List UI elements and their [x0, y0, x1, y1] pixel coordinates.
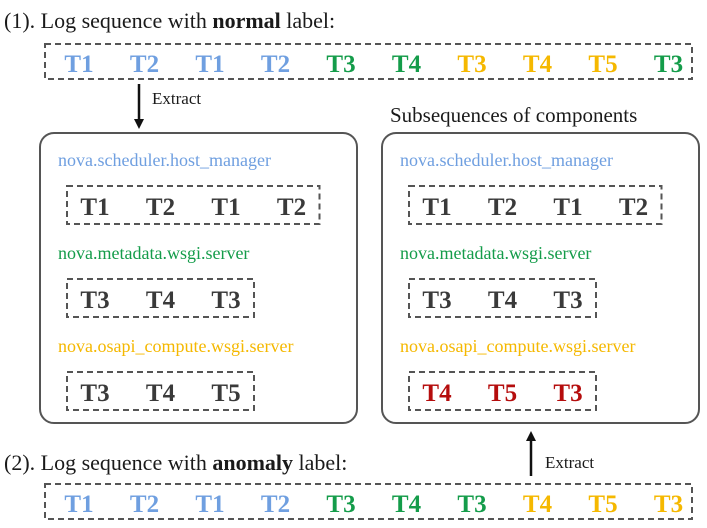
normal-extract-label: Extract [152, 89, 201, 108]
anomaly-sequence-token-9: T5 [588, 491, 617, 518]
normal-component-box-1 [66, 185, 321, 225]
normal-component-2-token-3: T3 [211, 287, 240, 314]
anomaly-component-3-token-2: T5 [488, 380, 517, 407]
normal-component-name-1: nova.scheduler.host_manager [58, 150, 271, 170]
anomaly-caption-suffix: label: [293, 450, 347, 475]
anomaly-sequence-token-6: T4 [392, 491, 422, 518]
normal-component-3-token-1: T3 [80, 380, 109, 407]
normal-component-2-token-1: T3 [80, 287, 109, 314]
normal-sequence-token-6: T4 [392, 51, 422, 78]
normal-component-3-token-3: T5 [211, 380, 240, 407]
anomaly-component-name-3: nova.osapi_compute.wsgi.server [400, 336, 635, 356]
normal-component-1-token-2: T2 [146, 194, 175, 221]
anomaly-component-box-3 [408, 371, 597, 411]
anomaly-sequence: T1 T2 T1 T2 T3 T4 T3 T4 T5 T3 [64, 491, 683, 518]
normal-sequence-token-9: T5 [588, 51, 617, 78]
anomaly-sequence-token-1: T1 [64, 491, 93, 518]
normal-components-panel [39, 132, 358, 424]
normal-component-box-2 [66, 278, 255, 318]
anomaly-component-name-2: nova.metadata.wsgi.server [400, 243, 591, 263]
anomaly-sequence-token-5: T3 [326, 491, 355, 518]
normal-component-2-token-2: T4 [146, 287, 176, 314]
anomaly-component-3-token-1: T4 [422, 380, 452, 407]
normal-sequence-token-7: T3 [457, 51, 486, 78]
anomaly-component-name-1: nova.scheduler.host_manager [400, 150, 613, 170]
anomaly-caption-prefix: (2). Log sequence with [4, 450, 212, 475]
anomaly-component-3-token-3: T3 [553, 380, 582, 407]
normal-caption-suffix: label: [281, 8, 335, 33]
anomaly-component-2-token-2: T4 [488, 287, 518, 314]
anomaly-sequence-token-3: T1 [195, 491, 224, 518]
normal-sequence-token-10: T3 [654, 51, 683, 78]
anomaly-component-1-token-2: T2 [488, 194, 517, 221]
anomaly-extract-label: Extract [545, 453, 594, 472]
subsequences-title: Subsequences of components [390, 103, 637, 127]
anomaly-sequence-token-2: T2 [130, 491, 159, 518]
anomaly-sequence-token-8: T4 [523, 491, 553, 518]
normal-component-1-token-1: T1 [80, 194, 109, 221]
normal-component-3-token-2: T4 [146, 380, 176, 407]
normal-sequence-token-5: T3 [326, 51, 355, 78]
normal-sequence: T1 T2 T1 T2 T3 T4 T3 T4 T5 T3 [64, 51, 683, 78]
anomaly-component-1-token-3: T1 [553, 194, 582, 221]
normal-caption: (1). Log sequence with normal label: [4, 8, 335, 33]
anomaly-component-2-token-3: T3 [553, 287, 582, 314]
normal-sequence-token-1: T1 [64, 51, 93, 78]
anomaly-sequence-token-7: T3 [457, 491, 486, 518]
anomaly-components-panel [381, 132, 700, 424]
anomaly-component-2-token-1: T3 [422, 287, 451, 314]
anomaly-component-1-token-4: T2 [619, 194, 648, 221]
normal-caption-prefix: (1). Log sequence with [4, 8, 212, 33]
normal-component-box-3 [66, 371, 255, 411]
normal-sequence-token-3: T1 [195, 51, 224, 78]
anomaly-component-box-2 [408, 278, 597, 318]
normal-sequence-token-8: T4 [523, 51, 553, 78]
normal-sequence-token-4: T2 [261, 51, 290, 78]
normal-component-name-3: nova.osapi_compute.wsgi.server [58, 336, 293, 356]
normal-component-name-2: nova.metadata.wsgi.server [58, 243, 249, 263]
normal-sequence-box [44, 43, 693, 80]
normal-component-1-token-3: T1 [211, 194, 240, 221]
anomaly-component-box-1 [408, 185, 663, 225]
anomaly-component-1-token-1: T1 [422, 194, 451, 221]
anomaly-sequence-box [44, 483, 693, 520]
anomaly-caption: (2). Log sequence with anomaly label: [4, 450, 347, 475]
normal-caption-bold: normal [212, 8, 280, 33]
anomaly-sequence-token-10: T3 [654, 491, 683, 518]
anomaly-caption-bold: anomaly [212, 450, 293, 475]
anomaly-sequence-token-4: T2 [261, 491, 290, 518]
normal-component-1-token-4: T2 [277, 194, 306, 221]
normal-sequence-token-2: T2 [130, 51, 159, 78]
